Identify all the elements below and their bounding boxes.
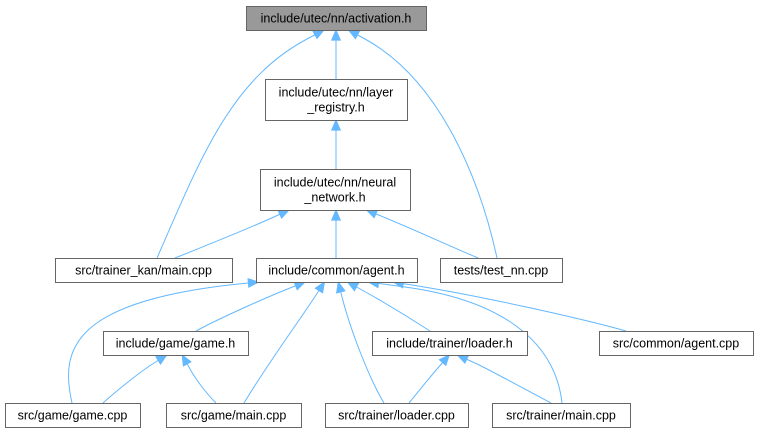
node-box[interactable] [265,79,408,121]
node-label: _network.h [303,191,365,205]
node-box[interactable] [246,6,427,31]
arrowhead-icon [438,354,451,367]
edge-line [68,282,249,404]
node-label: src/game/main.cpp [181,409,287,423]
node-label: include/game/game.h [116,337,236,351]
arrowhead-icon [330,118,342,131]
edge-agent_cpp-to-agent_h [391,278,627,332]
arrowhead-icon [312,29,326,40]
arrowhead-icon [247,277,260,288]
node-label: _registry.h [306,101,364,115]
node-box[interactable] [256,258,418,283]
node-game_cpp[interactable]: src/game/game.cpp [5,403,141,428]
node-box[interactable] [440,258,563,283]
node-loader_cpp[interactable]: src/trainer/loader.cpp [325,403,469,428]
arrowhead-icon [330,208,342,221]
node-box[interactable] [325,403,469,428]
edge-game_main-to-agent_h [243,280,326,404]
node-label: src/common/agent.cpp [613,337,739,351]
edge-game_cpp-to-game_h [102,354,168,404]
edge-line [417,285,627,332]
node-label: tests/test_nn.cpp [454,264,549,278]
edge-trainer_kan-to-activation [156,29,326,259]
node-label: src/trainer/loader.cpp [338,409,455,423]
node-box[interactable] [372,331,528,356]
edges-layer [68,28,627,404]
node-label: include/utec/nn/layer [279,86,394,100]
edge-layer_reg-to-activation [330,28,342,79]
edge-line [189,368,217,404]
node-game_main[interactable]: src/game/main.cpp [166,403,302,428]
edge-line [380,215,479,259]
arrowhead-icon [347,29,361,40]
nodes-layer: include/utec/nn/activation.h include/utec… [5,6,754,428]
arrowhead-icon [314,280,326,294]
edge-line [243,291,319,404]
edge-line [156,38,308,259]
arrowhead-icon [155,354,168,366]
node-label: include/utec/nn/neural [274,176,396,190]
edge-game_main-to-game_h [181,353,217,404]
node-box[interactable] [103,331,249,356]
node-trainer_main[interactable]: src/trainer/main.cpp [492,403,631,428]
edge-loader_cpp-to-loader_h [408,354,451,404]
node-layer_reg[interactable]: include/utec/nn/layer_registry.h [265,79,408,121]
arrowhead-icon [365,209,379,219]
node-label: include/utec/nn/activation.h [261,12,412,26]
edge-line [476,363,552,404]
edge-agent_h-to-neural_net [330,208,342,258]
arrowhead-icon [346,281,360,292]
node-agent_h[interactable]: include/common/agent.h [256,258,418,283]
node-label: src/trainer_kan/main.cpp [75,264,212,278]
node-label: include/common/agent.h [268,264,404,278]
node-agent_cpp[interactable]: src/common/agent.cpp [599,331,754,356]
node-box[interactable] [260,169,411,211]
edge-line [408,368,438,404]
edge-game_h-to-agent_h [195,281,307,332]
node-label: src/game/game.cpp [18,409,128,423]
edge-line [102,364,152,404]
node-box[interactable] [599,331,754,356]
edge-neural_net-to-layer_reg [330,118,342,169]
edge-line [361,289,431,332]
arrowhead-icon [456,354,470,364]
arrowhead-icon [335,280,346,294]
node-loader_h[interactable]: include/trainer/loader.h [372,331,528,356]
node-label: include/trainer/loader.h [386,337,513,351]
edge-line [195,287,291,332]
edge-line [174,215,277,259]
edge-test_nn-to-activation [347,29,498,259]
node-activation[interactable]: include/utec/nn/activation.h [246,6,427,31]
node-game_h[interactable]: include/game/game.h [103,331,249,356]
edge-line [340,292,385,404]
arrowhead-icon [330,28,342,41]
node-label: src/trainer/main.cpp [506,409,616,423]
edge-trainer_main-to-loader_h [456,354,552,404]
arrowhead-icon [277,209,291,219]
edge-loader_h-to-agent_h [346,281,431,332]
edge-line [364,38,498,259]
edge-test_nn-to-neural_net [365,209,479,259]
node-box[interactable] [5,403,141,428]
node-trainer_kan[interactable]: src/trainer_kan/main.cpp [55,258,233,283]
arrowhead-icon [181,353,192,367]
edge-trainer_kan-to-neural_net [174,209,291,259]
node-test_nn[interactable]: tests/test_nn.cpp [440,258,563,283]
edge-loader_cpp-to-agent_h [335,280,385,404]
edge-line [404,286,563,404]
node-box[interactable] [55,258,233,283]
node-box[interactable] [492,403,631,428]
node-box[interactable] [166,403,302,428]
node-neural_net[interactable]: include/utec/nn/neural_network.h [260,169,411,211]
